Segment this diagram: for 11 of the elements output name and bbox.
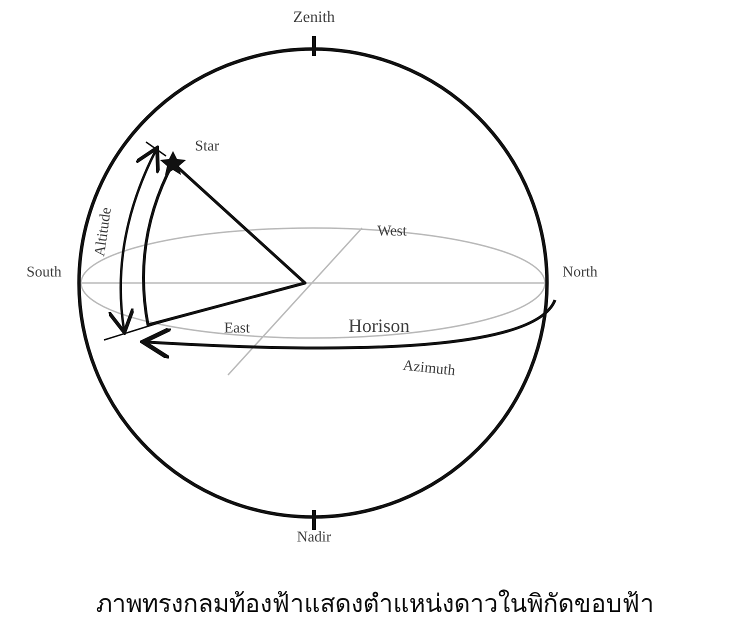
diagram-label: Azimuth [402, 358, 456, 380]
diagram-label: Horison [348, 316, 410, 338]
diagram-label: South [26, 264, 62, 282]
diagram-label: Altitude [92, 206, 116, 258]
diagram-label: East [224, 320, 250, 338]
caption: ภาพทรงกลมท้องฟ้าแสดงตำแหน่งดาวในพิกัดขอบฟ้า [95, 588, 655, 620]
diagram-label: Zenith [293, 9, 335, 27]
diagram-label: North [562, 264, 598, 282]
diagram-label: Nadir [296, 530, 332, 546]
diagram-label: Star [194, 138, 220, 156]
diagram-label: West [377, 224, 407, 240]
